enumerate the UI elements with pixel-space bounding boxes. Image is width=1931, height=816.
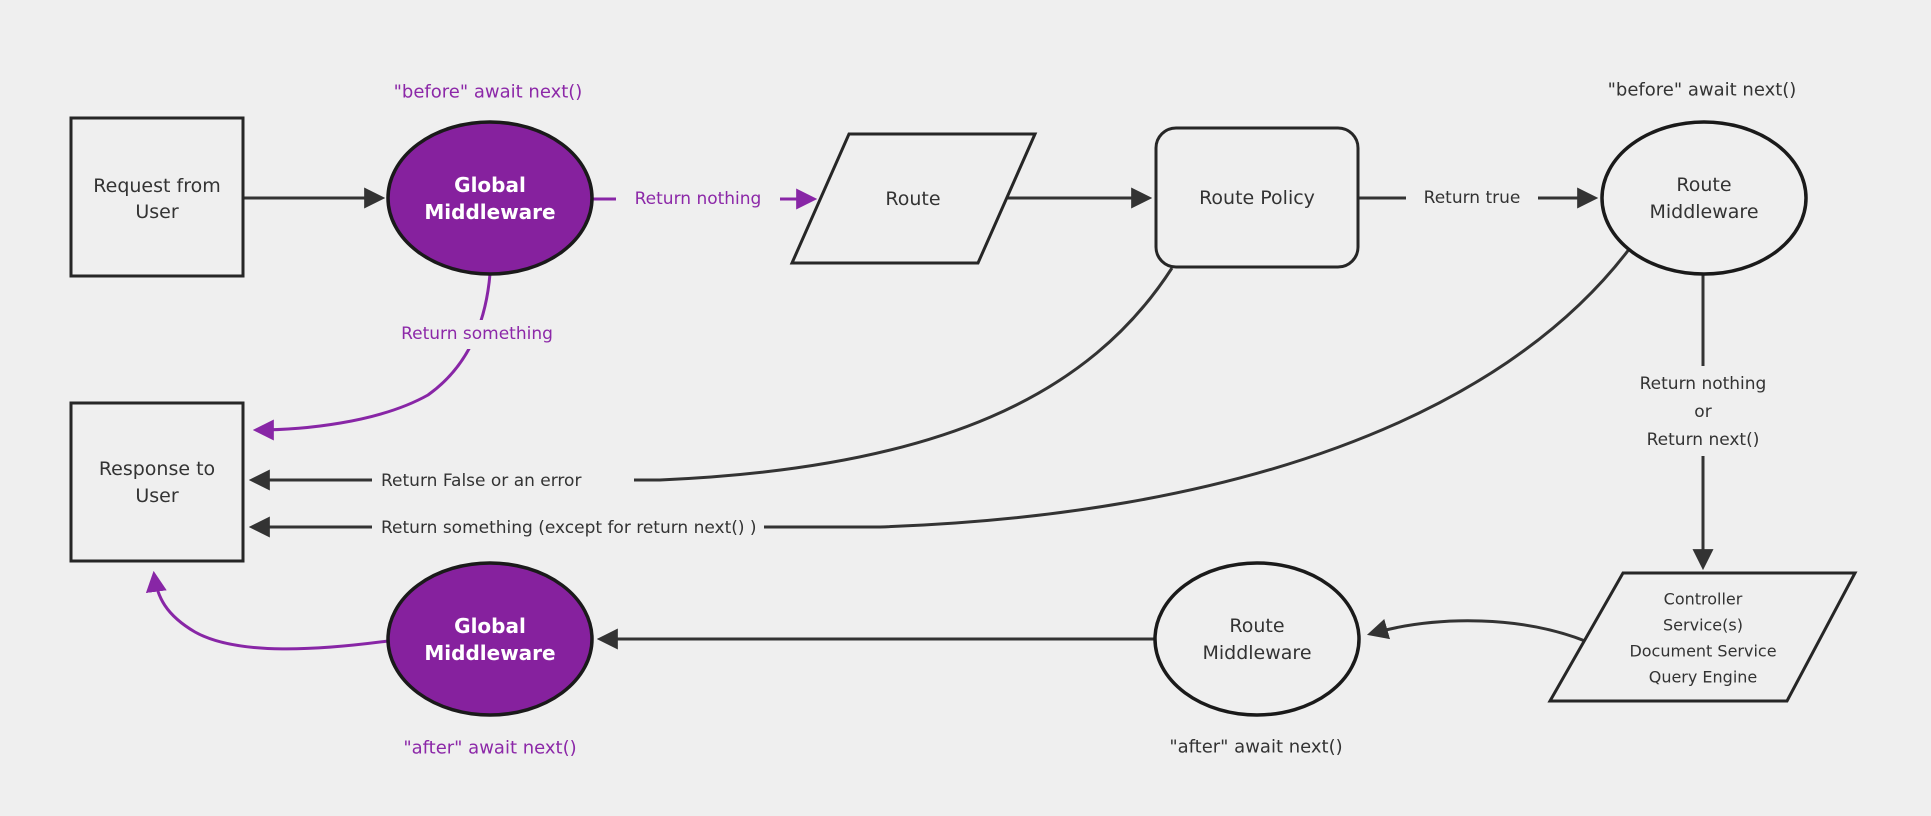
edges (145, 187, 1714, 651)
node-route-policy-label: Route Policy (1199, 187, 1315, 209)
label-before-await-global: "before" await next() (394, 82, 583, 103)
label-after-await-route: "after" await next() (1169, 737, 1342, 758)
node-controller-services (1547, 571, 1858, 703)
node-route-middleware-top (1600, 120, 1808, 276)
node-route-middleware-bottom-line1: Route (1229, 615, 1284, 637)
edge-labels: "before" await next() "before" await nex… (372, 80, 1796, 759)
label-return-nothing: Return nothing (635, 189, 762, 209)
label-bg-return-something-except (372, 513, 764, 543)
node-request-line1: Request from (93, 175, 220, 197)
node-global-middleware-top-line1: Global (454, 173, 526, 197)
label-bg-return-nothing (616, 184, 780, 213)
node-global-middleware-bottom (386, 561, 594, 717)
label-bg-return-something (380, 320, 574, 349)
label-return-true: Return true (1424, 188, 1521, 208)
label-return-nothing-or-line2: or (1694, 402, 1711, 422)
node-route-middleware-bottom (1153, 561, 1361, 717)
label-after-await-global: "after" await next() (403, 738, 576, 759)
node-global-middleware-top-line2: Middleware (424, 200, 555, 224)
node-route-label: Route (885, 188, 940, 210)
node-global-middleware-top (386, 120, 594, 276)
nodes: Request from User Global Middleware Rout… (69, 116, 1858, 717)
label-return-something: Return something (401, 324, 553, 344)
node-global-middleware-bottom-line1: Global (454, 614, 526, 638)
node-route-policy (1154, 126, 1360, 269)
edge-global-middleware-to-response-return-something (252, 273, 492, 441)
label-return-false: Return False or an error (381, 471, 581, 491)
node-route-middleware-bottom-line2: Middleware (1202, 642, 1311, 664)
label-bg-return-false (372, 466, 634, 496)
label-return-nothing-or-line3: Return next() (1647, 430, 1760, 450)
node-response-line2: User (135, 485, 178, 507)
node-controller-line3: Document Service (1629, 642, 1776, 661)
label-bg-return-true (1406, 183, 1538, 212)
node-response-line1: Response to (99, 458, 215, 480)
label-bg-return-nothing-or (1616, 366, 1792, 456)
node-route (789, 132, 1038, 265)
node-global-middleware-bottom-line2: Middleware (424, 641, 555, 665)
label-return-something-except: Return something (except for return next… (381, 518, 757, 538)
node-controller-line4: Query Engine (1649, 668, 1758, 687)
label-before-await-route: "before" await next() (1608, 80, 1797, 101)
node-controller-line1: Controller (1664, 590, 1743, 609)
node-request-from-user (69, 116, 245, 278)
edge-controller-to-route-middleware-bottom (1366, 619, 1586, 643)
edge-route-middleware-to-response-return-something (248, 247, 1632, 538)
node-route-middleware-top-line1: Route (1676, 174, 1731, 196)
edge-global-middleware-bottom-to-response (145, 570, 389, 651)
edge-route-policy-to-response-return-false (248, 267, 1174, 491)
node-response-to-user (69, 401, 245, 563)
node-controller-line2: Service(s) (1663, 616, 1743, 635)
node-request-line2: User (135, 201, 178, 223)
label-return-nothing-or-line1: Return nothing (1640, 374, 1767, 394)
node-route-middleware-top-line2: Middleware (1649, 201, 1758, 223)
